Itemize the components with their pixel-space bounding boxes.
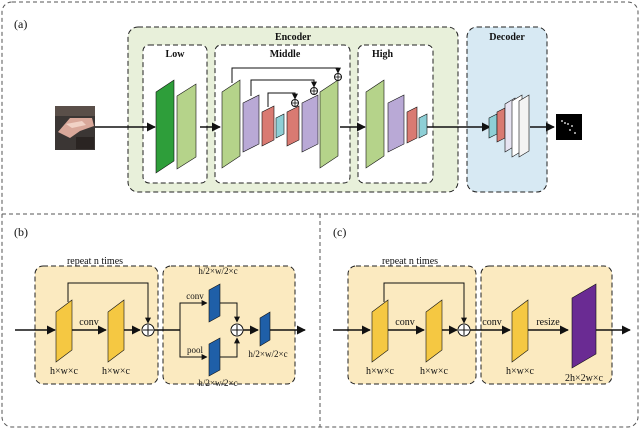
output-image: [556, 114, 582, 140]
sum-node-1: [334, 73, 342, 81]
middle-stage-label: Middle: [270, 49, 301, 60]
panel-b-conv-branch-label: conv: [186, 291, 204, 301]
input-image: [55, 106, 95, 150]
panel-c-dim-1: h×w×c: [366, 366, 395, 377]
panel-b-skip-line: [67, 282, 151, 324]
high-feature-blocks: [365, 79, 428, 169]
panel-b-blue-block-output: [259, 311, 271, 347]
panel-b-upper-merge: [220, 302, 240, 323]
panel-b-dim-bottom: h/2×w/2×c: [198, 378, 237, 388]
panel-b-label: (b): [14, 225, 28, 239]
encoder-title: Encoder: [275, 32, 312, 43]
sum-node-3: [291, 99, 299, 107]
panel-b-dim-2: h×w×c: [102, 366, 131, 377]
panel-b-conv-label: conv: [79, 317, 98, 328]
panel-b-lower-merge: [220, 337, 240, 358]
panel-c-violet-block: [571, 283, 597, 369]
panel-c-dim-4: 2h×2w×c: [565, 373, 604, 384]
panel-b-conv-block-2: [107, 299, 125, 363]
panel-b-pool-label: pool: [187, 345, 204, 355]
low-green-light-block: [176, 83, 197, 170]
panel-a-label: (a): [14, 17, 27, 31]
panel-c-conv-label: conv: [395, 317, 414, 328]
panel-c-conv-label-2: conv: [482, 317, 501, 328]
panel-c-repeat-label: repeat n times: [382, 256, 438, 267]
panel-b-repeat-label: repeat n times: [67, 256, 123, 267]
panel-b-lower-branch: [179, 330, 208, 360]
panel-c-sum-node: [457, 323, 471, 337]
middle-feature-blocks: [221, 79, 339, 169]
panel-b-dim-mid: h/2×w/2×c: [248, 349, 287, 359]
decoder-feature-blocks: [488, 94, 530, 158]
panel-b-pool-box: [162, 265, 296, 385]
decoder-title: Decoder: [489, 32, 525, 43]
panel-b-blue-block-top: [208, 283, 221, 323]
panel-b-upper-branch: [179, 300, 208, 330]
panel-b-dim-top: h/2×w/2×c: [198, 266, 237, 276]
panel-c-dim-3: h×w×c: [506, 366, 535, 377]
high-stage-label: High: [372, 49, 394, 60]
low-stage-label: Low: [166, 49, 186, 60]
low-stage-box: [142, 44, 208, 184]
panel-c-conv-block-3: [511, 299, 529, 363]
panel-b-blue-block-bottom: [208, 337, 221, 377]
panel-c-resize-label: resize: [536, 317, 560, 328]
panel-b-sum-node: [141, 323, 155, 337]
panel-c-dim-2: h×w×c: [420, 366, 449, 377]
panel-b-dim-1: h×w×c: [50, 366, 79, 377]
panel-c-conv-block-1: [371, 299, 389, 363]
sum-node-2: [310, 87, 318, 95]
panel-b-merge-sum-node: [230, 323, 244, 337]
panel-c-label: (c): [333, 225, 346, 239]
panel-b-conv-block-1: [55, 299, 73, 363]
middle-skip-connections: [231, 67, 341, 107]
panel-c-skip-line: [383, 282, 467, 324]
low-green-dark-block: [155, 79, 175, 174]
panel-c-conv-block-2: [425, 299, 443, 363]
